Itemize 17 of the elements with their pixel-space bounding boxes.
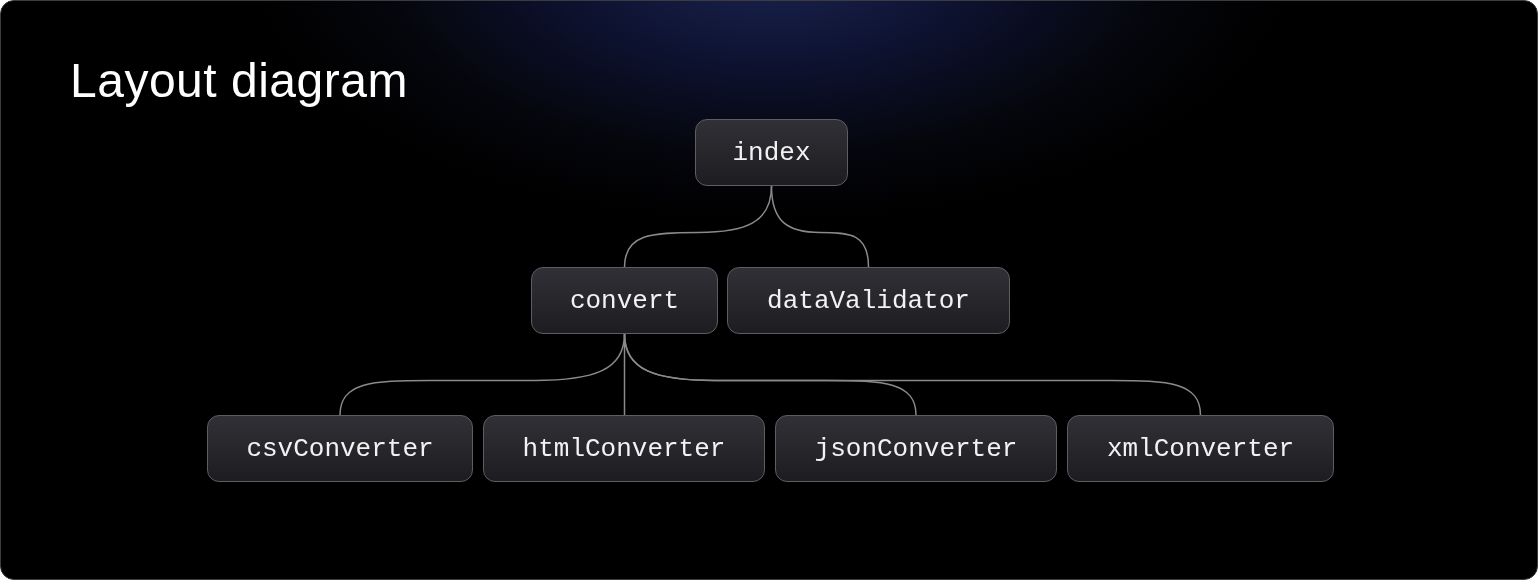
module-box	[1067, 415, 1334, 482]
module-box	[727, 267, 1010, 334]
module-box	[483, 415, 765, 482]
module-box	[775, 415, 1057, 482]
module-name: convert	[569, 285, 680, 316]
module-name: index	[732, 137, 811, 168]
diagram-title: Layout diagram	[70, 53, 408, 108]
module-name: htmlConverter	[522, 433, 726, 464]
connector-line	[623, 333, 1202, 416]
module-box	[531, 267, 718, 334]
module-name: jsonConverter	[814, 433, 1018, 464]
module-name: xmlConverter	[1106, 433, 1295, 464]
module-box	[207, 415, 473, 482]
module-box	[695, 119, 848, 186]
connector-line	[770, 185, 870, 268]
module-name: csvConverter	[246, 433, 434, 464]
module-name: dataValidator	[767, 285, 970, 316]
